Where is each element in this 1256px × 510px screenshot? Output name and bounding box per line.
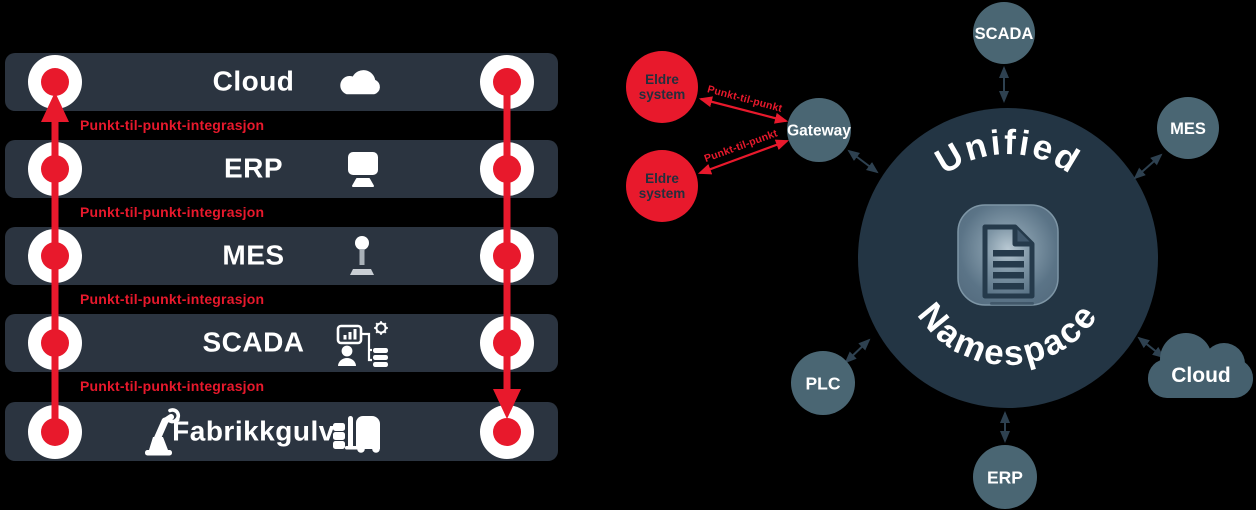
- joystick-icon: [349, 235, 375, 277]
- hub-title-bottom: Namespace: [910, 295, 1106, 373]
- scada-node: [973, 2, 1035, 64]
- hub-link-arrows: [844, 66, 1165, 443]
- layer-label-erp: ERP: [223, 152, 284, 184]
- desktop-computer-icon: [341, 149, 385, 189]
- p2p-link-arrow: [698, 96, 789, 124]
- layer-bar-cloud: Cloud: [5, 53, 558, 111]
- scada-label: SCADA: [975, 25, 1034, 43]
- forklift-icon: [331, 411, 391, 453]
- legacy-system-node: [626, 150, 698, 222]
- p2p-link-arrow: [697, 139, 790, 175]
- connection-port-icon: [28, 404, 82, 459]
- layer-bar-mes: MES: [5, 227, 558, 285]
- cloud-node: Cloud: [1148, 333, 1253, 398]
- legacy-system-node: [626, 51, 698, 123]
- robot-arm-icon: [140, 407, 182, 457]
- hub-title-top: Unified: [929, 123, 1088, 182]
- erp-label: ERP: [987, 468, 1023, 488]
- layer-bar-fabrikkgulv: Fabrikkgulv: [5, 402, 558, 461]
- layer-label-cloud: Cloud: [212, 65, 295, 97]
- erp-node: [973, 445, 1037, 509]
- port-dot-icon: [493, 417, 521, 446]
- layer-label-mes: MES: [222, 239, 285, 271]
- cloud-icon: [337, 67, 385, 97]
- layer-label-scada: SCADA: [202, 326, 305, 358]
- p2p-integration-label: Punkt-til-punkt-integrasjon: [80, 204, 265, 220]
- layer-label-fabrikkgulv: Fabrikkgulv: [172, 414, 335, 446]
- mes-label: MES: [1170, 120, 1206, 138]
- scada-monitoring-icon: [335, 319, 391, 367]
- port-dot-icon: [41, 68, 69, 96]
- document-icon: [957, 204, 1059, 306]
- p2p-integration-label: Punkt-til-punkt-integrasjon: [80, 378, 265, 394]
- plc-label: PLC: [806, 374, 841, 394]
- gateway-node: [787, 98, 851, 162]
- layer-bar-scada: SCADA: [5, 314, 558, 372]
- gateway-label: Gateway: [787, 123, 851, 140]
- p2p-link-label: Punkt-til-punkt: [703, 127, 780, 165]
- p2p-link-label: Punkt-til-punkt: [706, 83, 784, 115]
- cloud-node-label: Cloud: [1171, 364, 1230, 387]
- unified-namespace-hub: [858, 108, 1158, 408]
- layer-bar-erp: ERP: [5, 140, 558, 198]
- p2p-integration-label: Punkt-til-punkt-integrasjon: [80, 117, 265, 133]
- plc-node: [791, 351, 855, 415]
- mes-node: [1157, 97, 1219, 159]
- p2p-integration-label: Punkt-til-punkt-integrasjon: [80, 291, 265, 307]
